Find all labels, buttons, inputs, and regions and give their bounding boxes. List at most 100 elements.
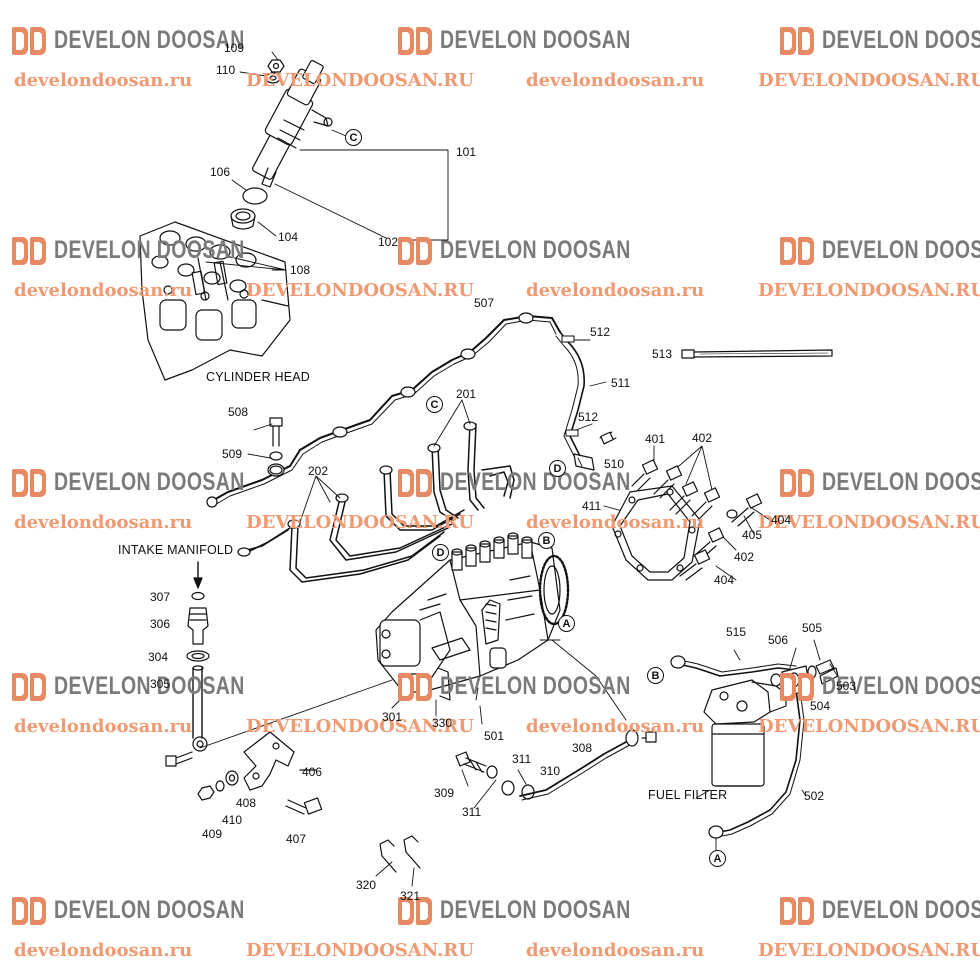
part-label-321: 321 xyxy=(400,889,421,903)
part-label-502: 502 xyxy=(804,789,825,803)
watermark-brand: DEVELON DOOSAN xyxy=(54,468,245,496)
watermark-url: develondoosan.ru xyxy=(526,716,705,737)
watermark-brand: DEVELON DOOSAN xyxy=(54,672,245,700)
brand-logo-icon xyxy=(398,672,434,701)
part-label-404: 404 xyxy=(714,573,735,587)
brand-logo-icon xyxy=(780,26,816,55)
part-label-404: 404 xyxy=(771,513,792,527)
part-label-110: 110 xyxy=(216,63,236,77)
watermark-url: DEVELONDOOSAN.RU xyxy=(758,280,980,301)
watermark-url: develondoosan.ru xyxy=(526,940,705,961)
part-label-301: 301 xyxy=(382,710,403,724)
fuel-filter xyxy=(703,679,787,787)
watermark-logo: DEVELON DOOSAN xyxy=(12,468,299,497)
leaders-mid xyxy=(247,339,771,581)
leaders-308 xyxy=(461,769,527,809)
part-label-510: 510 xyxy=(604,457,625,471)
watermark-brand: DEVELON DOOSAN xyxy=(440,468,631,496)
watermark-logo: DEVELON DOOSAN xyxy=(12,26,299,55)
part-label-405: 405 xyxy=(742,528,763,542)
leaders-pump xyxy=(199,639,627,749)
bracket-406 xyxy=(243,731,317,791)
part-label-507: 507 xyxy=(474,296,495,310)
watermark-url: DEVELONDOOSAN.RU xyxy=(758,940,980,961)
watermark-logo: DEVELON DOOSAN xyxy=(780,236,980,265)
part-label-512: 512 xyxy=(578,410,599,424)
part-label-410: 410 xyxy=(222,813,243,827)
banjo-bolt-309 xyxy=(455,751,498,779)
injection-pipes xyxy=(237,421,515,583)
part-label-508: 508 xyxy=(228,405,249,419)
part-label-401: 401 xyxy=(645,432,666,446)
connector-d: D xyxy=(432,544,449,561)
connector-b: B xyxy=(647,667,664,684)
watermark-logo: DEVELON DOOSAN xyxy=(398,26,685,55)
watermark-logo: DEVELON DOOSAN xyxy=(12,236,299,265)
part-label-330: 330 xyxy=(432,716,453,730)
part-label-108: 108 xyxy=(290,263,311,277)
nut-109 xyxy=(267,59,285,73)
watermark-brand: DEVELON DOOSAN xyxy=(54,896,245,924)
brand-logo-icon xyxy=(12,468,48,497)
connector-b: B xyxy=(538,532,555,549)
part-label-505: 505 xyxy=(802,621,823,635)
brand-logo-icon xyxy=(780,896,816,925)
cable-tie-513 xyxy=(681,349,833,359)
washer-110 xyxy=(265,72,281,84)
watermark-brand: DEVELON DOOSAN xyxy=(822,236,980,264)
watermark-logo: DEVELON DOOSAN xyxy=(12,896,299,925)
caption-intake-manifold: INTAKE MANIFOLD xyxy=(118,543,234,557)
cylinder-head xyxy=(139,221,291,381)
part-label-311: 311 xyxy=(512,752,532,766)
part-label-311: 311 xyxy=(462,805,482,819)
caption-cylinder-head: CYLINDER HEAD xyxy=(206,370,311,384)
bolt-508 xyxy=(269,417,283,475)
caption-fuel-filter: FUEL FILTER xyxy=(648,788,728,802)
watermark-logo: DEVELON DOOSAN xyxy=(780,896,980,925)
watermark-url: DEVELONDOOSAN.RU xyxy=(246,280,474,301)
part-label-101: 101 xyxy=(456,145,477,159)
part-label-309: 309 xyxy=(434,786,455,800)
part-label-512: 512 xyxy=(590,325,611,339)
washers-311 xyxy=(501,780,535,800)
part-label-320: 320 xyxy=(356,878,377,892)
part-label-506: 506 xyxy=(768,633,789,647)
watermark-url: DEVELONDOOSAN.RU xyxy=(246,716,474,737)
sleeve-104 xyxy=(230,208,256,230)
part-label-307: 307 xyxy=(150,590,171,604)
part-label-511: 511 xyxy=(611,376,631,390)
part-label-304: 304 xyxy=(148,650,169,664)
part-label-509: 509 xyxy=(222,447,243,461)
brand-logo-icon xyxy=(398,468,434,497)
brand-logo-icon xyxy=(12,672,48,701)
part-label-201: 201 xyxy=(456,387,477,401)
part-label-501: 501 xyxy=(484,729,505,743)
part-label-202: 202 xyxy=(308,464,329,478)
clips-320-321 xyxy=(375,835,421,887)
part-label-402: 402 xyxy=(692,431,713,445)
watermark-brand: DEVELON DOOSAN xyxy=(822,672,980,700)
part-label-409: 409 xyxy=(202,827,223,841)
connector-c: C xyxy=(426,396,443,413)
watermark-brand: DEVELON DOOSAN xyxy=(822,468,980,496)
watermark-brand: DEVELON DOOSAN xyxy=(54,236,245,264)
connector-d: D xyxy=(549,460,566,477)
hose-511 xyxy=(555,331,585,457)
connector-c: C xyxy=(345,129,362,146)
watermark-brand: DEVELON DOOSAN xyxy=(440,672,631,700)
fitting-510 xyxy=(573,431,617,471)
part-label-102: 102 xyxy=(378,235,399,249)
part-label-406: 406 xyxy=(302,765,323,779)
connector-a: A xyxy=(709,850,726,867)
brand-logo-icon xyxy=(12,896,48,925)
brand-logo-icon xyxy=(780,672,816,701)
bolt-407 xyxy=(285,797,323,815)
part-label-515: 515 xyxy=(726,625,747,639)
watermark-brand: DEVELON DOOSAN xyxy=(440,236,631,264)
watermark-brand: DEVELON DOOSAN xyxy=(440,896,631,924)
brand-logo-icon xyxy=(780,468,816,497)
part-label-306: 306 xyxy=(150,617,171,631)
bolts-400 xyxy=(631,459,763,581)
